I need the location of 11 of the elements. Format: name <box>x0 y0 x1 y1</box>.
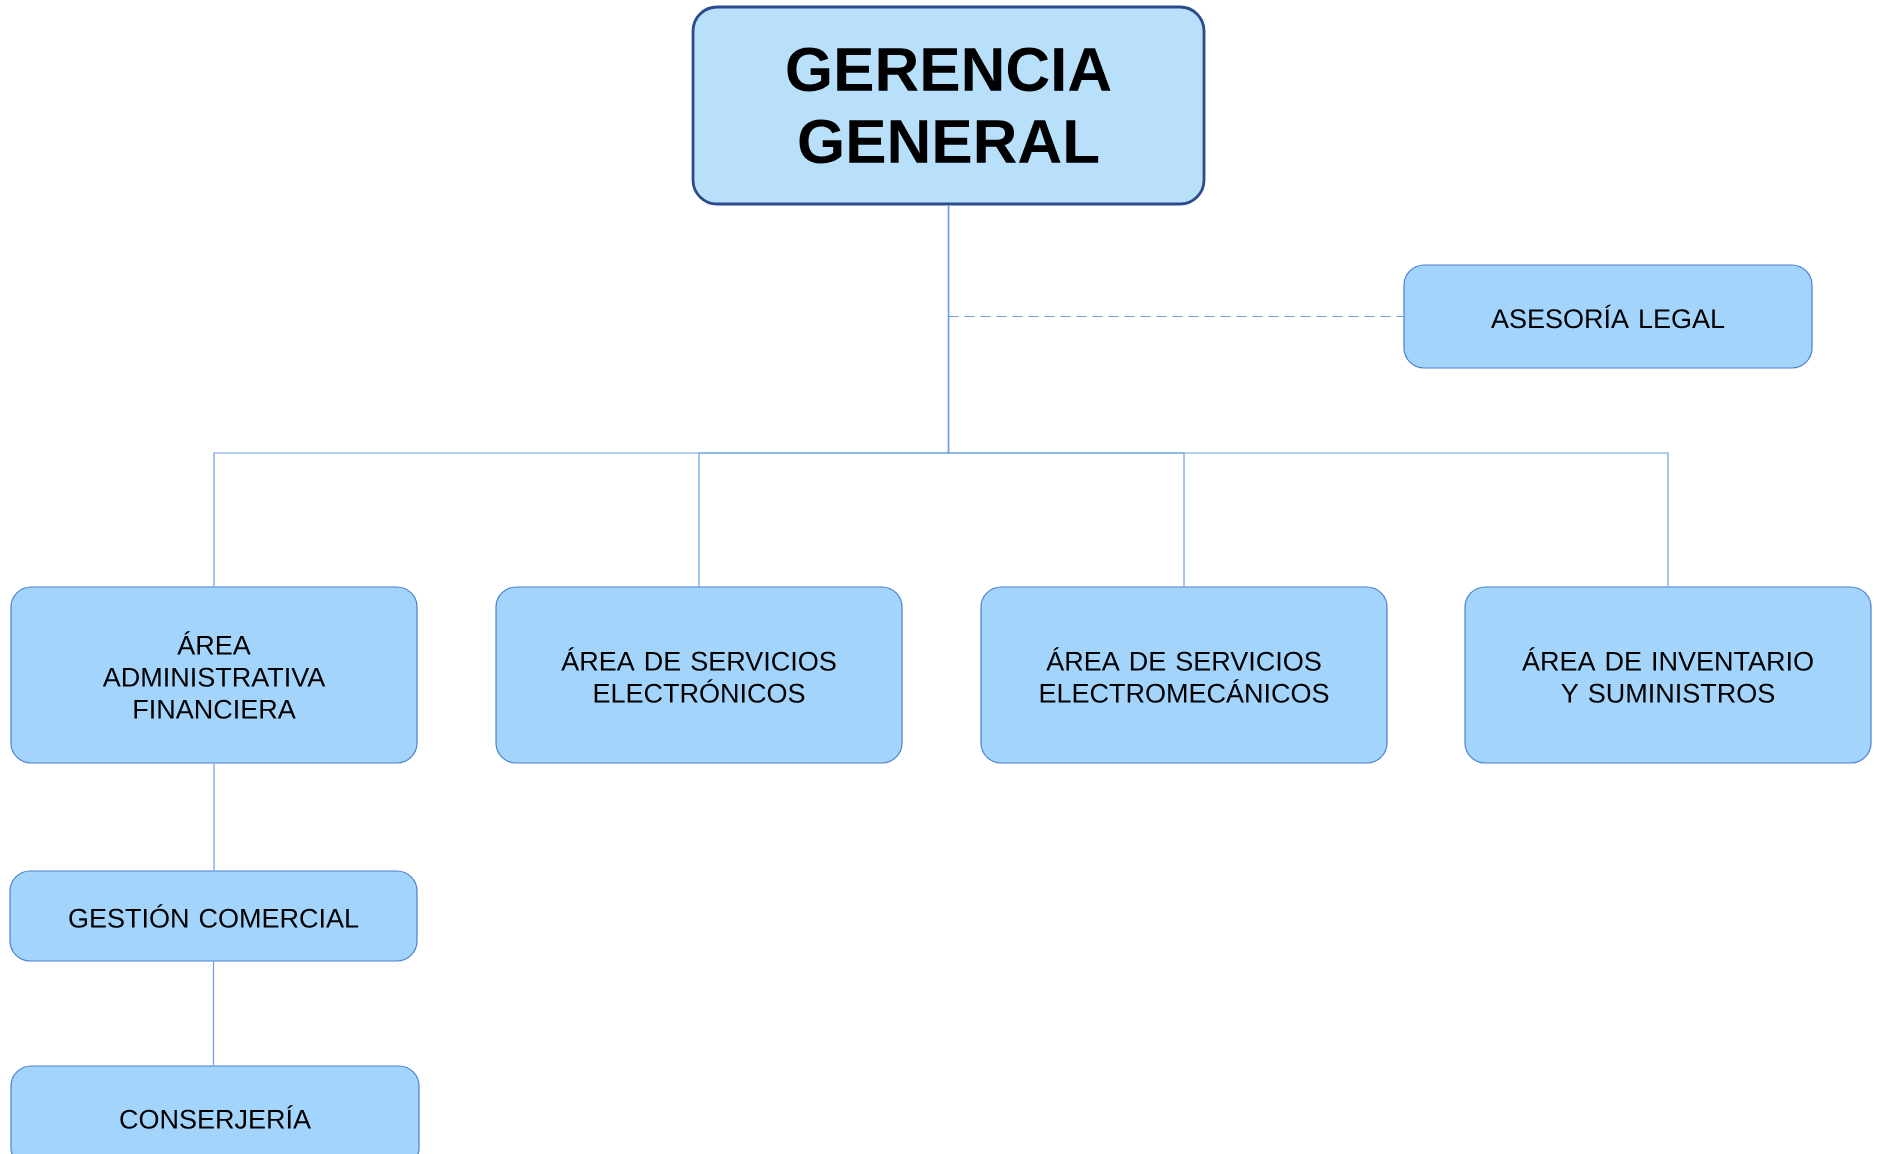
department-box: CONSERJERÍA <box>10 1065 420 1154</box>
department-box: ASESORÍA LEGAL <box>1403 264 1813 369</box>
connector-line <box>213 763 215 871</box>
department-box: GESTIÓN COMERCIAL <box>9 870 418 962</box>
title-box: GERENCIA GENERAL <box>691 5 1206 206</box>
department-box: ÁREA DE SERVICIOS ELECTRÓNICOS <box>495 586 903 764</box>
department-box: ÁREA DE SERVICIOS ELECTROMECÁNICOS <box>980 586 1388 764</box>
department-box: ÁREA ADMINISTRATIVA FINANCIERA <box>10 586 418 764</box>
connector-line <box>947 204 1669 587</box>
connector-line <box>212 961 215 1066</box>
department-box: ÁREA DE INVENTARIO Y SUMINISTROS <box>1464 586 1872 764</box>
